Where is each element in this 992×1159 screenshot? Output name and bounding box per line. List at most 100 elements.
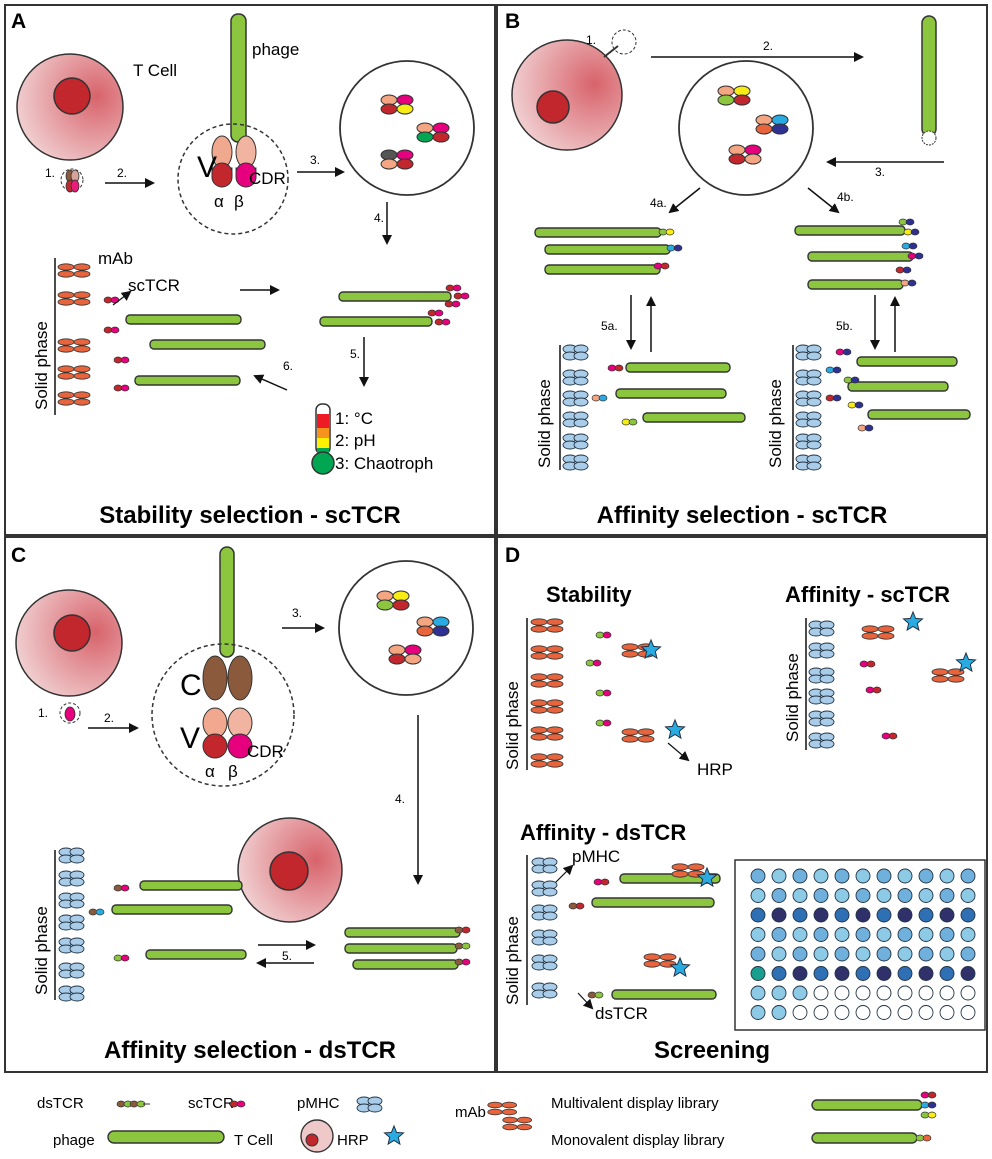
step-b-4a: 4a. [650, 196, 667, 210]
solid-phase-label-a: Solid phase [32, 321, 51, 410]
beta-label-a: β [234, 192, 244, 211]
ph-label: 2: pH [335, 431, 376, 450]
library-a [380, 94, 450, 170]
pmhc-label-d: pMHC [572, 847, 620, 866]
step-c-3: 3. [292, 606, 302, 620]
step-a-6: 6. [283, 359, 293, 373]
legend-sctcr: scTCR [188, 1095, 234, 1112]
thermometer [311, 403, 335, 475]
step-b-5a: 5a. [601, 319, 618, 333]
legend-phage: phage [53, 1132, 95, 1149]
phage-label-a: phage [252, 40, 299, 59]
screening-plate [750, 868, 976, 1020]
t-cell-b-nucleus [536, 90, 570, 124]
t-cell-c-nucleus [53, 614, 91, 652]
step-b-5b: 5b. [836, 319, 853, 333]
hrp-label-d: HRP [697, 760, 733, 779]
v-label-a: V [197, 151, 217, 184]
legend-hrp: HRP [337, 1132, 369, 1149]
temp-label: 1: °C [335, 409, 373, 428]
t-cell-a-nucleus [53, 77, 91, 115]
panel-b-frame [496, 4, 988, 536]
solid-phase-label-c: Solid phase [32, 906, 51, 995]
c-label-c: C [180, 669, 202, 702]
legend-pmhc: pMHC [297, 1095, 340, 1112]
library-circle-c [338, 560, 474, 696]
beta-label-c: β [228, 762, 238, 781]
affinity-sctcr-label: Affinity - scTCR [785, 582, 950, 607]
zoom-circle-a [177, 123, 289, 235]
phage-a [230, 13, 247, 143]
library-c [376, 590, 450, 665]
sctcr-label-a: scTCR [128, 276, 180, 295]
step-a-4: 4. [374, 211, 384, 225]
step-c-2: 2. [104, 711, 114, 725]
solid-phase-label-d1: Solid phase [503, 681, 522, 770]
panel-a-frame [4, 4, 496, 536]
phage-heads-a [427, 284, 470, 326]
panel-c-letter: C [11, 544, 26, 567]
dstcr-zoom-c [202, 655, 253, 759]
panel-d-frame [496, 536, 988, 1073]
step-b-4b: 4b. [837, 190, 854, 204]
plate-frame [734, 859, 986, 1031]
receptor-a [65, 169, 80, 193]
panel-a-letter: A [11, 10, 26, 33]
alpha-label-a: α [214, 192, 224, 211]
step-b-1: 1. [586, 33, 596, 47]
dstcr-label-d: dsTCR [595, 1004, 648, 1023]
t-cell-b [511, 39, 623, 151]
panel-a-title: Stability selection - scTCR [99, 502, 400, 529]
step-c-4: 4. [395, 792, 405, 806]
step-b-2: 2. [763, 39, 773, 53]
step-c-1: 1. [38, 706, 48, 720]
legend-monovalent: Monovalent display library [551, 1132, 725, 1149]
panel-b-title: Affinity selection - scTCR [597, 502, 888, 529]
panel-c-title: Affinity selection - dsTCR [104, 1037, 396, 1064]
sctcr-zoom-a [211, 135, 257, 188]
legend-phage-bar [107, 1130, 225, 1144]
step-a-3: 3. [310, 153, 320, 167]
solid-phase-label-d2: Solid phase [783, 653, 802, 742]
affinity-dstcr-label: Affinity - dsTCR [520, 820, 686, 845]
step-c-5: 5. [282, 949, 292, 963]
phage-pair-a [319, 291, 452, 327]
chaotroph-label: 3: Chaotroph [335, 454, 433, 473]
zoom-circle-c [151, 643, 295, 787]
solid-phase-label-b1: Solid phase [535, 379, 554, 468]
legend: dsTCR scTCR pMHC mAb phage T Cell HRP Mu… [37, 1095, 923, 1153]
mab-label-a: mAb [98, 249, 133, 268]
library-phages-b [534, 218, 924, 290]
phage-b [921, 15, 937, 137]
phage-c [219, 546, 235, 658]
library-circle-b [678, 60, 814, 196]
solid-phase-label-d3: Solid phase [503, 916, 522, 1005]
cdr-label-c: CDR [247, 742, 284, 761]
legend-multivalent: Multivalent display library [551, 1095, 719, 1112]
step-b-3: 3. [875, 165, 885, 179]
solid-phase-b [559, 344, 971, 471]
stability-label: Stability [546, 582, 632, 607]
legend-dstcr: dsTCR [37, 1095, 84, 1112]
t-cell-label-a: T Cell [133, 61, 177, 80]
step-a-1: 1. [45, 166, 55, 180]
alpha-label-c: α [205, 762, 215, 781]
panel-c-frame [4, 536, 496, 1073]
solid-phase-d [526, 610, 977, 1005]
step-a-5: 5. [350, 347, 360, 361]
panel-d-letter: D [505, 544, 520, 567]
step-a-2: 2. [117, 166, 127, 180]
solid-phase-label-b2: Solid phase [766, 379, 785, 468]
panel-d-title: Screening [654, 1037, 770, 1064]
legend-mab: mAb [455, 1104, 486, 1121]
library-b [717, 85, 789, 165]
receptor-circle-b [611, 29, 637, 55]
library-circle-a [339, 60, 475, 196]
solid-phase-c [54, 847, 471, 1002]
solid-phase-a [54, 258, 266, 415]
v-label-c: V [180, 722, 200, 755]
cdr-label-a: CDR [249, 169, 286, 188]
panel-b-letter: B [505, 10, 520, 33]
legend-icons [116, 1091, 937, 1146]
